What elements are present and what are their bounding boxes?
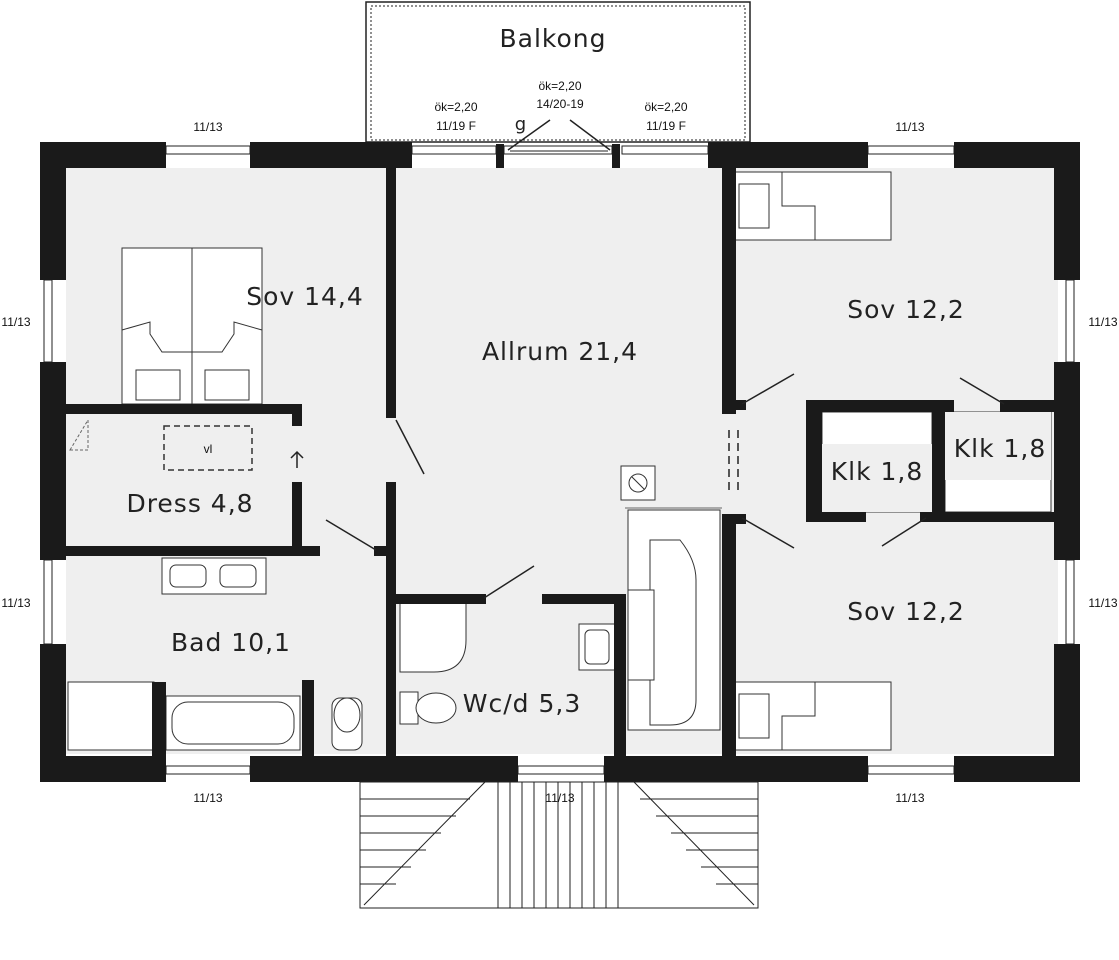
- window-label-right-lower: 11/13: [1088, 596, 1117, 610]
- room-label-sov-master: Sov 14,4: [246, 282, 364, 311]
- balcony-window-left-size: 11/19 F: [436, 119, 476, 133]
- balcony: [365, 1, 751, 143]
- room-label-bad: Bad 10,1: [171, 628, 291, 657]
- single-bed-north: [734, 171, 892, 241]
- room-label-wcd: Wc/d 5,3: [463, 689, 581, 718]
- wc-fixtures: [399, 465, 721, 731]
- window-label-bottom-right: 11/13: [895, 791, 924, 805]
- room-label-sov-se: Sov 12,2: [847, 597, 965, 626]
- room-label-klk-right: Klk 1,8: [954, 434, 1047, 463]
- window-label-bottom-left: 11/13: [193, 791, 222, 805]
- wardrobe-vl-label: vl: [204, 442, 213, 456]
- window-label-left-lower: 11/13: [1, 596, 30, 610]
- window-label-right-upper: 11/13: [1088, 315, 1117, 329]
- bathroom-fixtures: [67, 557, 363, 751]
- balcony-window-left-ok: ök=2,20: [434, 100, 477, 114]
- room-label-balkong: Balkong: [499, 24, 606, 53]
- door-swings: [290, 119, 1005, 599]
- balcony-door-ok: ök=2,20: [538, 79, 581, 93]
- double-bed: [121, 247, 263, 405]
- entry-stairs: [359, 781, 759, 909]
- interior-walls: [66, 168, 1054, 756]
- window-label-top-left: 11/13: [193, 120, 222, 134]
- single-bed-south: [734, 681, 892, 751]
- room-label-allrum: Allrum 21,4: [482, 337, 638, 366]
- closets: [821, 411, 1052, 513]
- wardrobe-rail: [69, 418, 253, 471]
- window-label-top-right: 11/13: [895, 120, 924, 134]
- door-g-label: g: [515, 114, 527, 135]
- balcony-door-size: 14/20-19: [536, 97, 584, 111]
- windows: [43, 145, 1075, 775]
- balcony-window-right-size: 11/19 F: [646, 119, 686, 133]
- room-label-sov-ne: Sov 12,2: [847, 295, 965, 324]
- room-label-dress: Dress 4,8: [126, 489, 253, 518]
- room-label-klk-left: Klk 1,8: [831, 457, 924, 486]
- window-label-left-upper: 11/13: [1, 315, 30, 329]
- balcony-window-right-ok: ök=2,20: [644, 100, 687, 114]
- exterior-walls: [40, 142, 1080, 782]
- window-label-bottom-mid: 11/13: [545, 791, 574, 805]
